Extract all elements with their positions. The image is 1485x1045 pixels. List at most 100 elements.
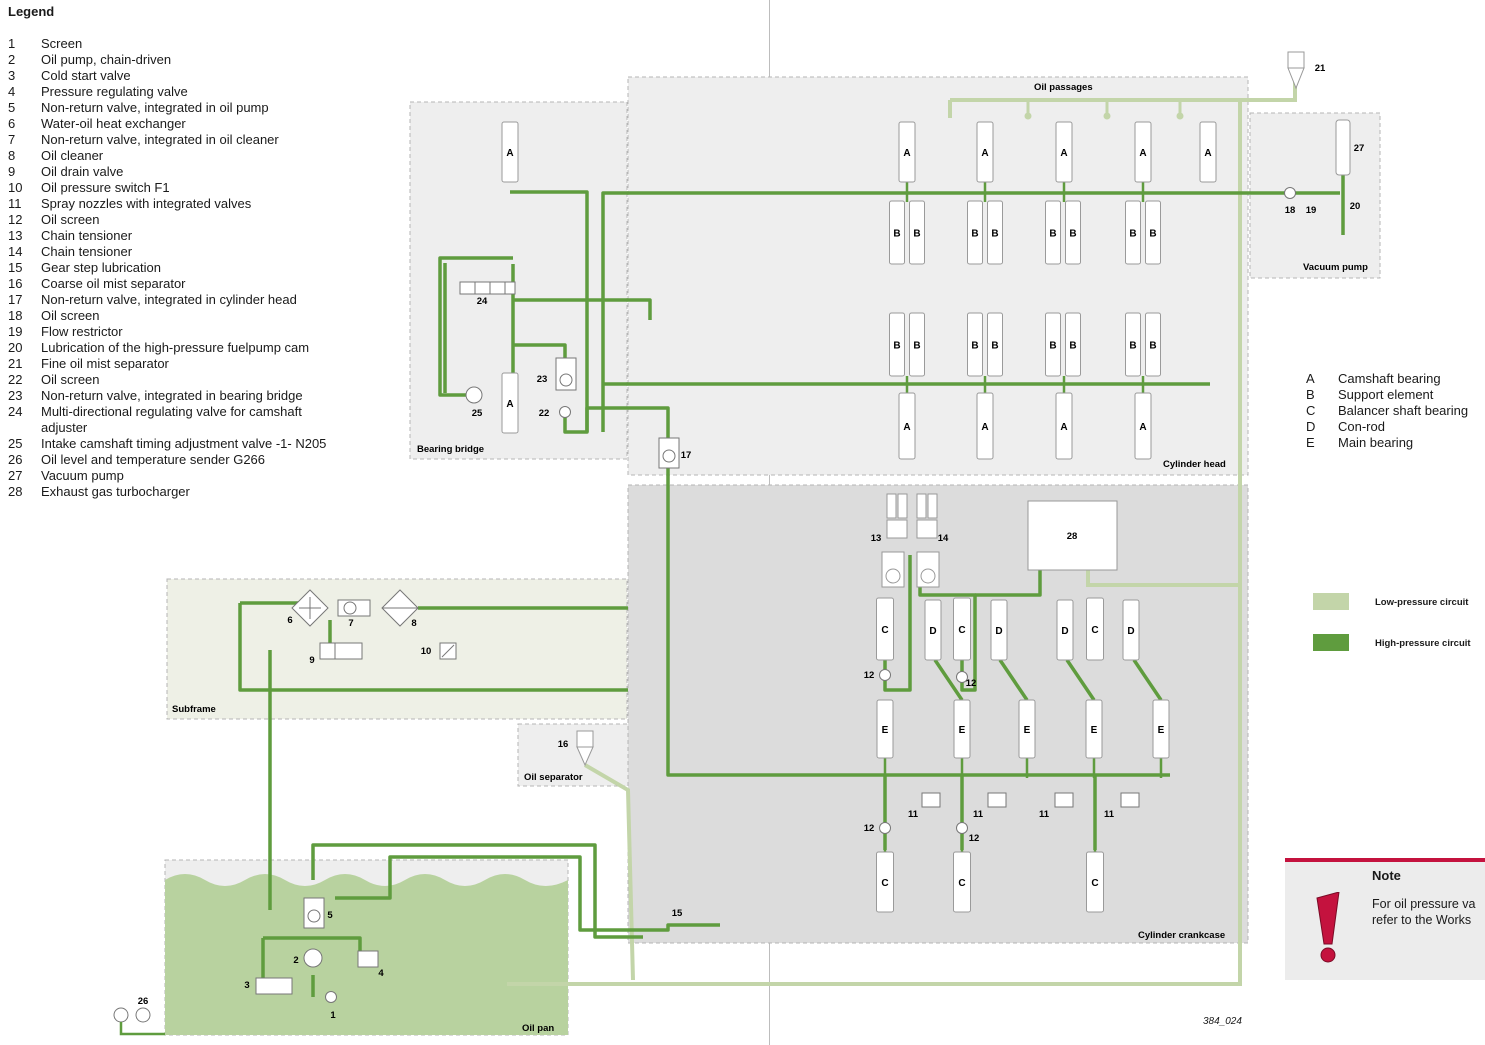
component-12-oil-screens bbox=[879, 669, 968, 834]
bearing-box bbox=[1045, 312, 1061, 377]
bearing-letter: B bbox=[893, 229, 900, 240]
component-4-pressure-regulating-valve bbox=[357, 950, 379, 968]
component-number-7: 7 bbox=[348, 618, 353, 629]
letter-key-letter: E bbox=[1306, 435, 1315, 450]
region-cylinder-head bbox=[627, 76, 1249, 476]
high-pressure-swatch bbox=[1313, 634, 1349, 651]
component-number-24: 24 bbox=[477, 296, 488, 307]
component-number-11: 11 bbox=[1104, 809, 1115, 820]
bearing-a: A bbox=[501, 372, 519, 434]
component-number-14: 14 bbox=[938, 533, 949, 544]
bearing-a: A bbox=[976, 392, 994, 460]
low-pressure-swatch bbox=[1313, 593, 1349, 610]
legend-item: 15 Gear step lubrication bbox=[8, 260, 341, 276]
component-number-21: 21 bbox=[1315, 63, 1326, 74]
letter-key-text: Camshaft bearing bbox=[1338, 371, 1441, 386]
bearing-letter: A bbox=[1204, 148, 1211, 159]
component-11-spray-nozzles bbox=[921, 792, 1140, 808]
legend-item-number: 10 bbox=[8, 180, 23, 195]
bearing-d: D bbox=[1056, 599, 1074, 661]
bearing-box bbox=[967, 200, 983, 265]
bearing-letter: E bbox=[1024, 725, 1031, 736]
bearing-letter: B bbox=[913, 229, 920, 240]
bearing-box bbox=[889, 312, 905, 377]
bearing-box bbox=[967, 312, 983, 377]
component-8-oil-cleaner bbox=[381, 589, 419, 627]
component-7-non-return-valve bbox=[337, 599, 371, 617]
legend-item-number: 19 bbox=[8, 324, 23, 339]
bearing-a: A bbox=[1055, 121, 1073, 183]
legend-item-number: 2 bbox=[8, 52, 16, 67]
bearing-box bbox=[1152, 699, 1170, 759]
bearing-b: B bbox=[967, 200, 983, 265]
legend-item: 28 Exhaust gas turbocharger bbox=[8, 484, 341, 500]
bearing-a: A bbox=[501, 121, 519, 183]
bearing-box bbox=[1055, 121, 1073, 183]
oil-passage-taps bbox=[1024, 112, 1184, 120]
bearing-c: C bbox=[953, 597, 971, 661]
legend-item-number: 7 bbox=[8, 132, 16, 147]
figure-reference: 384_024 bbox=[1203, 1016, 1242, 1027]
note-text: For oil pressure va refer to the Works bbox=[1372, 896, 1485, 928]
bearing-box bbox=[1085, 699, 1103, 759]
legend-item-text: Exhaust gas turbocharger bbox=[41, 484, 190, 499]
legend-item-text: Screen bbox=[41, 36, 83, 51]
legend-item-text: Spray nozzles with integrated valves bbox=[41, 196, 252, 211]
component-number-23: 23 bbox=[537, 374, 548, 385]
bearing-b: B bbox=[909, 312, 925, 377]
bearing-box bbox=[1056, 599, 1074, 661]
component-number-1: 1 bbox=[330, 1010, 336, 1021]
bearing-letter: A bbox=[903, 148, 910, 159]
region-oil-separator bbox=[517, 723, 629, 787]
label-cylinder-head: Cylinder head bbox=[1163, 459, 1226, 470]
legend-item-number: 26 bbox=[8, 452, 23, 467]
component-number-15: 15 bbox=[672, 908, 683, 919]
bearing-letter: A bbox=[1060, 422, 1067, 433]
legend-item-text: Multi-directional regulating valve for c… bbox=[41, 404, 302, 435]
bearing-b: B bbox=[1125, 200, 1141, 265]
label-oil-separator: Oil separator bbox=[524, 772, 583, 783]
legend-item-text: Chain tensioner bbox=[41, 244, 133, 259]
legend-item-number: 28 bbox=[8, 484, 23, 499]
component-number-9: 9 bbox=[309, 655, 314, 666]
bearing-letter: B bbox=[1149, 341, 1156, 352]
bearing-letter: B bbox=[913, 341, 920, 352]
legend-item-text: Flow restrictor bbox=[41, 324, 123, 339]
letter-key-text: Balancer shaft bearing bbox=[1338, 403, 1469, 418]
component-13-14-chain-tensioners bbox=[881, 493, 940, 588]
bearing-box bbox=[1065, 200, 1081, 265]
component-number-12: 12 bbox=[969, 833, 980, 844]
label-oil-passages: Oil passages bbox=[1034, 82, 1093, 93]
component-number-19: 19 bbox=[1306, 205, 1317, 216]
letter-key-text: Support element bbox=[1338, 387, 1434, 402]
component-number-16: 16 bbox=[558, 739, 569, 750]
legend-item-number: 12 bbox=[8, 212, 23, 227]
component-21-fine-oil-separator bbox=[1287, 51, 1305, 90]
legend-item-text: Gear step lubrication bbox=[41, 260, 161, 275]
bearing-box bbox=[1145, 200, 1161, 265]
bearing-box bbox=[1125, 200, 1141, 265]
bearing-box bbox=[876, 699, 894, 759]
legend-item-text: Oil drain valve bbox=[41, 164, 124, 179]
bearing-letter: C bbox=[958, 625, 965, 636]
bearing-letter: B bbox=[893, 341, 900, 352]
bearing-letter: D bbox=[995, 626, 1002, 637]
bearing-letter: B bbox=[1049, 229, 1056, 240]
legend-item-number: 15 bbox=[8, 260, 23, 275]
legend-title: Legend bbox=[8, 4, 55, 19]
legend-item-text: Oil screen bbox=[41, 308, 100, 323]
